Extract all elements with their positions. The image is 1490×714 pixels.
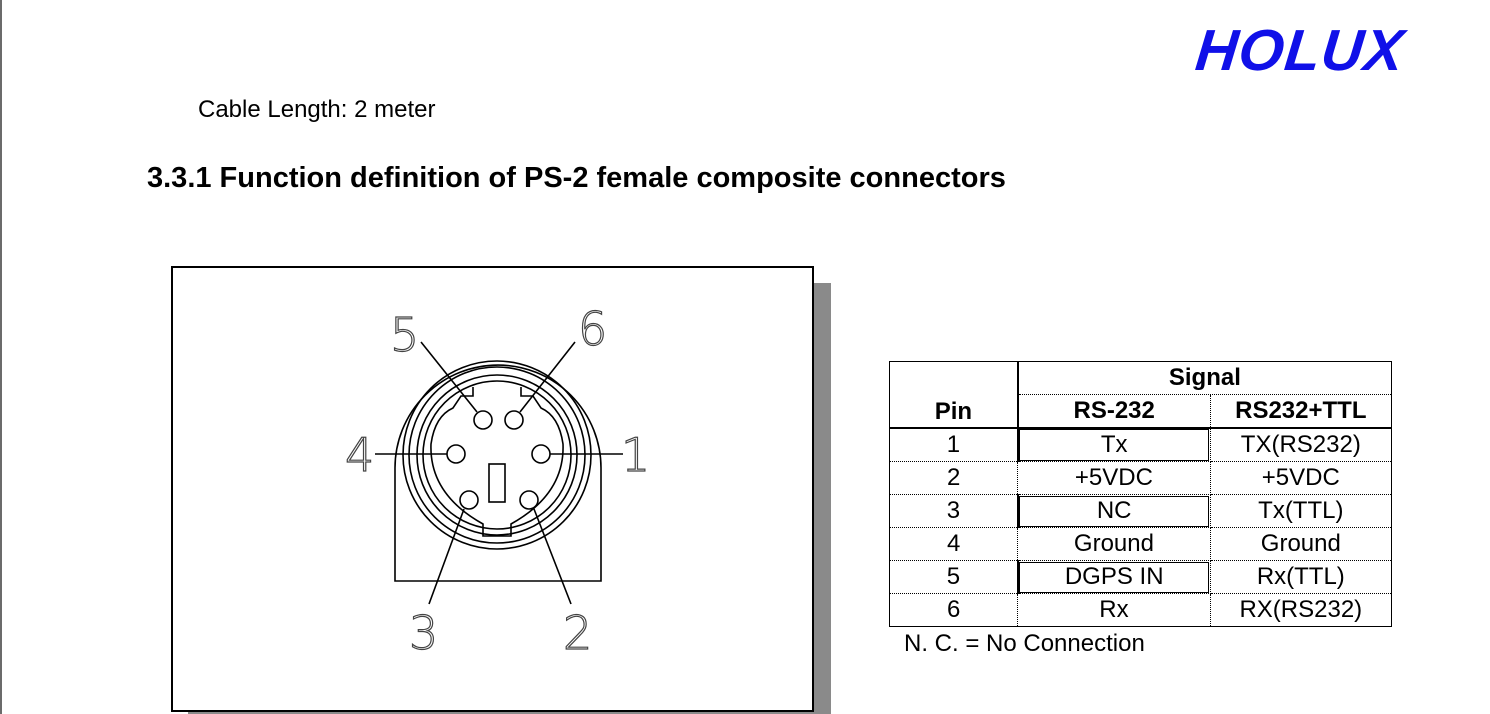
pin-label-1: 1 — [621, 428, 650, 482]
table-cell-pin: 4 — [889, 527, 1019, 561]
table-cell-rs232: Tx — [1017, 428, 1211, 462]
table-header-signal: Signal — [1017, 361, 1392, 395]
table-cell-pin: 1 — [889, 428, 1019, 462]
leader-line-5 — [420, 341, 478, 413]
connector-ring-outer — [402, 360, 592, 550]
table-cell-pin: 5 — [889, 560, 1019, 594]
table-row: 4 Ground Ground — [889, 527, 1392, 561]
table-row: 5 DGPS IN Rx(TTL) — [889, 560, 1392, 594]
connector-inner-contour — [430, 387, 564, 537]
table-cell-rs232: +5VDC — [1017, 461, 1211, 495]
table-cell-pin: 6 — [889, 593, 1019, 627]
pin-hole-4 — [446, 444, 466, 464]
table-row: 2 +5VDC +5VDC — [889, 461, 1392, 495]
pin-hole-1 — [531, 444, 551, 464]
table-cell-rs232: NC — [1017, 494, 1211, 528]
pin-hole-5 — [473, 410, 493, 430]
pin-hole-3 — [459, 490, 479, 510]
pin-label-2: 2 — [563, 606, 592, 660]
connector-diagram: 5 6 4 1 3 2 — [171, 266, 814, 712]
table-header-rs232-ttl: RS232+TTL — [1210, 394, 1392, 429]
table-header-rs232: RS-232 — [1017, 394, 1211, 429]
pin-label-4: 4 — [345, 428, 374, 482]
leader-line-6 — [519, 341, 576, 413]
ps2-connector-drawing: 5 6 4 1 3 2 — [344, 301, 650, 660]
pin-hole-2 — [519, 490, 539, 510]
pin-label-5: 5 — [390, 308, 419, 362]
cable-length-text: Cable Length: 2 meter — [198, 96, 436, 123]
table-cell-ttl: Tx(TTL) — [1210, 494, 1392, 528]
table-row: 6 Rx RX(RS232) — [889, 593, 1392, 627]
pin-function-table: Pin Signal RS-232 RS232+TTL 1 Tx TX(RS23… — [889, 361, 1392, 627]
table-cell-rs232: DGPS IN — [1017, 560, 1211, 594]
no-connection-note: N. C. = No Connection — [904, 630, 1145, 657]
table-cell-ttl: +5VDC — [1210, 461, 1392, 495]
section-heading: 3.3.1 Function definition of PS-2 female… — [147, 162, 1006, 194]
connector-ring-2 — [408, 366, 586, 544]
connector-ring-4 — [422, 380, 572, 530]
pin-label-6: 6 — [578, 302, 607, 356]
connector-center-key — [488, 463, 506, 503]
leader-line-3 — [428, 508, 465, 605]
table-cell-ttl: Rx(TTL) — [1210, 560, 1392, 594]
connector-housing — [394, 364, 602, 582]
holux-logo: HOLUX — [1192, 18, 1408, 83]
table-cell-pin: 2 — [889, 461, 1019, 495]
table-cell-ttl: RX(RS232) — [1239, 596, 1363, 623]
table-row: 1 Tx TX(RS232) — [889, 428, 1392, 462]
leader-line-2 — [533, 508, 572, 605]
table-cell-rs232: Rx — [1017, 593, 1211, 627]
pin-label-3: 3 — [409, 606, 438, 660]
table-header-pin: Pin — [889, 361, 1019, 429]
table-cell-rs232: Ground — [1017, 527, 1211, 561]
page-left-border — [0, 0, 2, 714]
pin-hole-6 — [504, 410, 524, 430]
table-row: 3 NC Tx(TTL) — [889, 494, 1392, 528]
table-cell-ttl: Ground — [1210, 527, 1392, 561]
table-cell-pin: 3 — [889, 494, 1019, 528]
table-cell-ttl: TX(RS232) — [1210, 428, 1392, 462]
connector-ring-3 — [416, 374, 578, 536]
